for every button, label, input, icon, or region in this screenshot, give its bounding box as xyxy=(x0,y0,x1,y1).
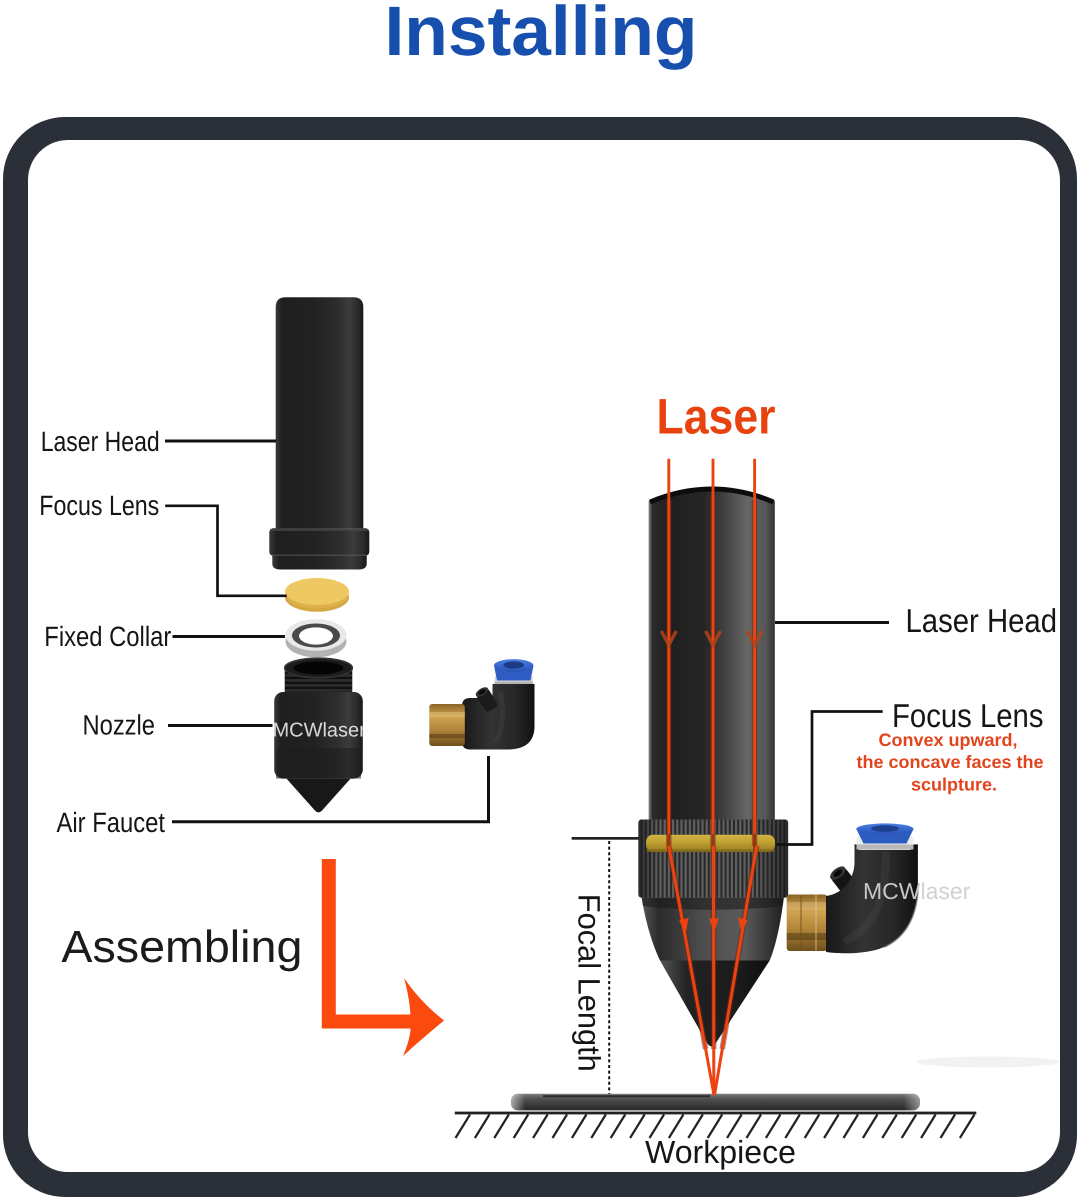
svg-text:MCWlaser: MCWlaser xyxy=(273,720,367,742)
svg-text:Fixed Collar: Fixed Collar xyxy=(44,621,171,652)
svg-text:Air Faucet: Air Faucet xyxy=(57,807,166,838)
svg-text:Laser: Laser xyxy=(657,389,776,445)
svg-text:MCWlaser: MCWlaser xyxy=(863,878,971,904)
svg-text:Laser Head: Laser Head xyxy=(41,426,160,457)
svg-text:Focus Lens: Focus Lens xyxy=(892,697,1044,734)
svg-text:Focus Lens: Focus Lens xyxy=(39,490,159,521)
svg-text:Convex upward,: Convex upward, xyxy=(878,730,1017,750)
svg-text:sculpture.: sculpture. xyxy=(911,775,997,795)
svg-text:Installing: Installing xyxy=(385,0,698,70)
svg-text:Workpiece: Workpiece xyxy=(645,1134,796,1170)
svg-text:Laser Head: Laser Head xyxy=(906,602,1058,639)
svg-text:the concave faces the: the concave faces the xyxy=(856,752,1043,772)
svg-text:Focal Length: Focal Length xyxy=(572,894,607,1072)
svg-text:Assembling: Assembling xyxy=(61,921,302,972)
svg-text:Nozzle: Nozzle xyxy=(83,710,156,741)
